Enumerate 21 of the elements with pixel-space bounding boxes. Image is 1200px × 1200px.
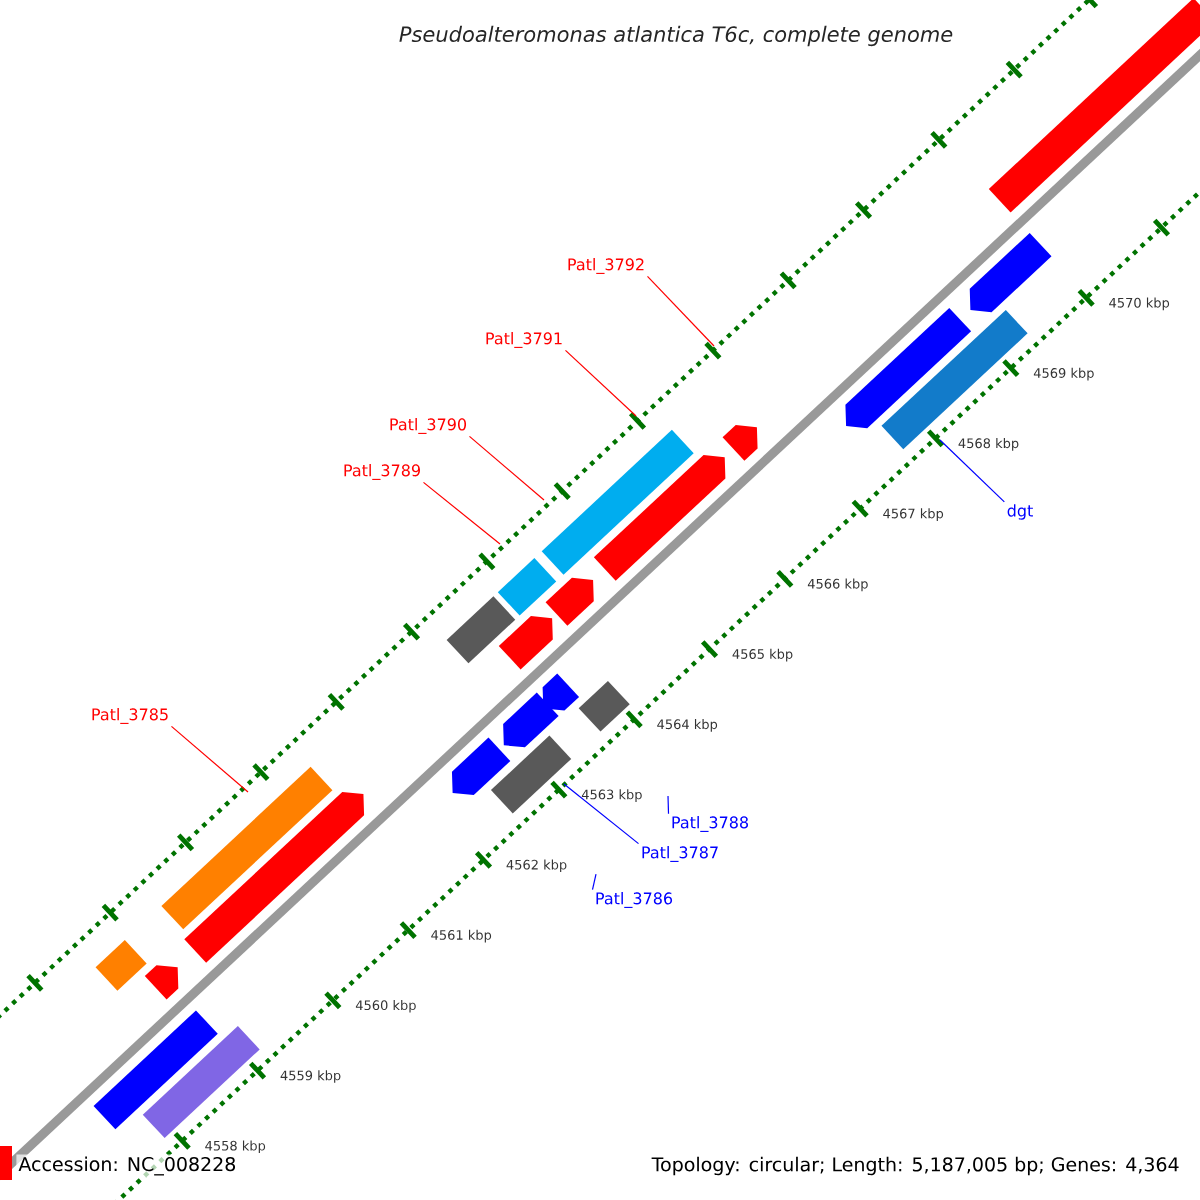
leader-line bbox=[667, 795, 670, 815]
gene-label: Patl_3788 bbox=[672, 816, 748, 832]
gene-label: Patl_3789 bbox=[344, 464, 420, 480]
gene-label: Patl_3785 bbox=[92, 708, 168, 724]
leader-line bbox=[564, 349, 637, 417]
leader-line bbox=[591, 873, 597, 891]
gene-label: Patl_3791 bbox=[486, 332, 562, 348]
gene-label: Patl_3792 bbox=[568, 258, 644, 274]
footer-text: Topology: circular; Length: 5,187,005 bp; Genes: 4,364 bbox=[651, 1156, 1179, 1176]
leader-line bbox=[563, 783, 640, 845]
gene-label: Patl_3790 bbox=[390, 418, 467, 434]
gene-label: dgt bbox=[1007, 504, 1033, 520]
leader-line bbox=[170, 725, 249, 793]
gene-label: Patl_3786 bbox=[596, 892, 673, 908]
leader-line bbox=[646, 275, 715, 347]
gene-label: Patl_3787 bbox=[642, 846, 718, 862]
leader-line bbox=[422, 481, 501, 545]
leader-line bbox=[939, 439, 1005, 503]
footer-text: Accession: NC_008228 bbox=[16, 1154, 239, 1178]
title: Pseudoalteromonas atlantica T6c, complete genome bbox=[399, 25, 953, 47]
leader-line bbox=[468, 435, 545, 501]
